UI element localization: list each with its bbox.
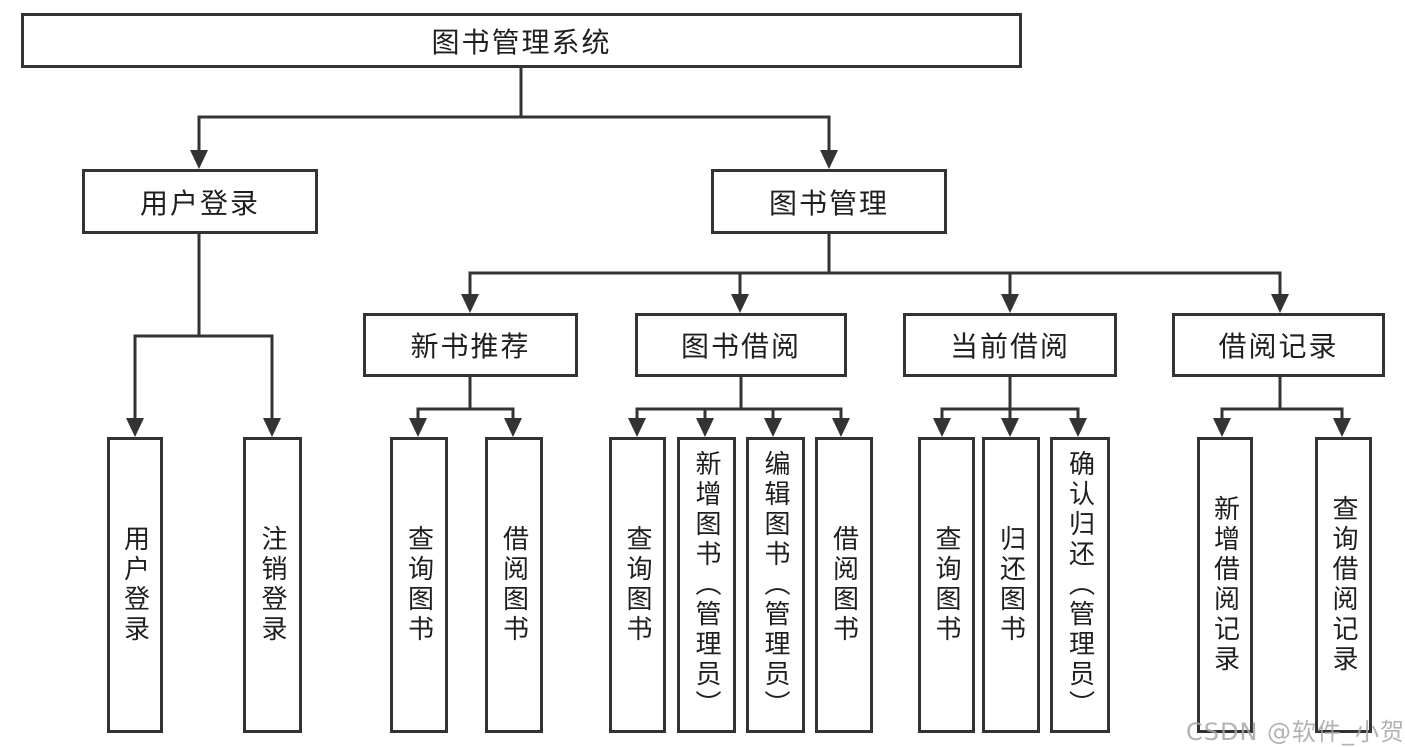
node-leaf-borrow-books-2: 借阅图书: [815, 437, 873, 733]
connector-root-to-level1: [190, 68, 838, 169]
csdn-watermark: CSDN @软件_小贺同学: [1186, 718, 1405, 746]
node-book-borrow: 图书借阅: [635, 313, 847, 377]
node-leaf-confirm-return-admin: 确认归还（管理员）: [1050, 437, 1110, 733]
node-borrow-records: 借阅记录: [1172, 313, 1385, 377]
node-leaf-query-books-3: 查询图书: [918, 437, 975, 733]
node-new-book-recommend: 新书推荐: [363, 313, 578, 377]
connector-book-borrow-children: [628, 377, 850, 437]
connector-borrow-record-children: [1213, 377, 1351, 437]
node-user-login-branch: 用户登录: [82, 169, 318, 234]
node-leaf-return-books: 归还图书: [982, 437, 1040, 733]
node-leaf-add-books-admin: 新增图书（管理员）: [677, 437, 736, 733]
node-leaf-add-borrow-record: 新增借阅记录: [1197, 437, 1253, 733]
connector-user-login-children: [126, 234, 281, 437]
node-leaf-edit-books-admin: 编辑图书（管理员）: [746, 437, 805, 733]
node-leaf-logout: 注销登录: [243, 437, 302, 733]
node-leaf-user-login: 用户登录: [107, 437, 163, 733]
node-leaf-query-books-2: 查询图书: [609, 437, 666, 733]
node-current-borrow: 当前借阅: [903, 313, 1117, 377]
node-book-management-branch: 图书管理: [711, 169, 947, 234]
node-book-management-system: 图书管理系统: [21, 13, 1022, 68]
connector-new-book-children: [409, 377, 522, 437]
node-leaf-query-books-1: 查询图书: [390, 437, 448, 733]
node-leaf-borrow-books-1: 借阅图书: [485, 437, 543, 733]
node-leaf-query-borrow-record: 查询借阅记录: [1315, 437, 1372, 733]
connector-current-borrow-children: [933, 377, 1087, 437]
connector-book-management-children: [461, 234, 1289, 313]
